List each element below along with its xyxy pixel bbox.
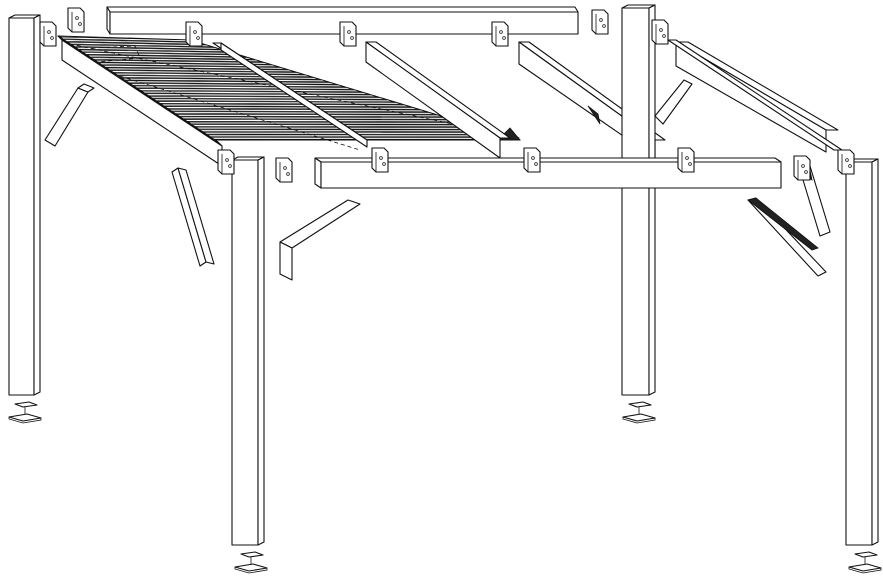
bracket-set — [39, 7, 855, 183]
angle-bracket — [371, 147, 389, 173]
angle-bracket — [651, 19, 669, 45]
rafter-2 — [365, 41, 511, 159]
post-base — [8, 401, 42, 424]
post-back-right — [621, 4, 656, 396]
roof-slat — [186, 121, 469, 125]
post-front-right — [845, 158, 879, 546]
roof-slat — [175, 113, 444, 118]
brace-front-left-a — [171, 167, 215, 267]
roof-slat — [182, 119, 460, 123]
front-top-beam — [314, 157, 782, 189]
roof-slat — [178, 116, 452, 120]
brace-back-left — [44, 83, 95, 147]
post-front-left — [231, 156, 265, 546]
angle-bracket — [67, 7, 85, 33]
brace-back-right — [654, 79, 693, 125]
angle-bracket — [793, 155, 811, 181]
post-base — [848, 551, 882, 574]
angle-bracket — [275, 157, 293, 183]
angle-bracket — [677, 147, 695, 173]
rafter-1 — [212, 42, 368, 148]
post-back-left — [8, 14, 41, 396]
post-base-set — [8, 401, 882, 574]
angle-bracket — [39, 21, 57, 47]
right-side-beam — [667, 39, 843, 151]
angle-bracket — [185, 21, 203, 47]
brace-front-right-a — [747, 197, 827, 277]
angle-bracket — [339, 21, 357, 47]
left-side-beam — [57, 35, 223, 167]
angle-bracket — [591, 9, 609, 35]
angle-bracket — [837, 149, 855, 175]
angle-bracket — [217, 149, 235, 175]
brace-front-left-b — [279, 199, 361, 281]
post-base — [622, 401, 656, 424]
angle-bracket — [523, 147, 541, 173]
angle-bracket — [491, 21, 509, 47]
post-base — [234, 551, 268, 574]
